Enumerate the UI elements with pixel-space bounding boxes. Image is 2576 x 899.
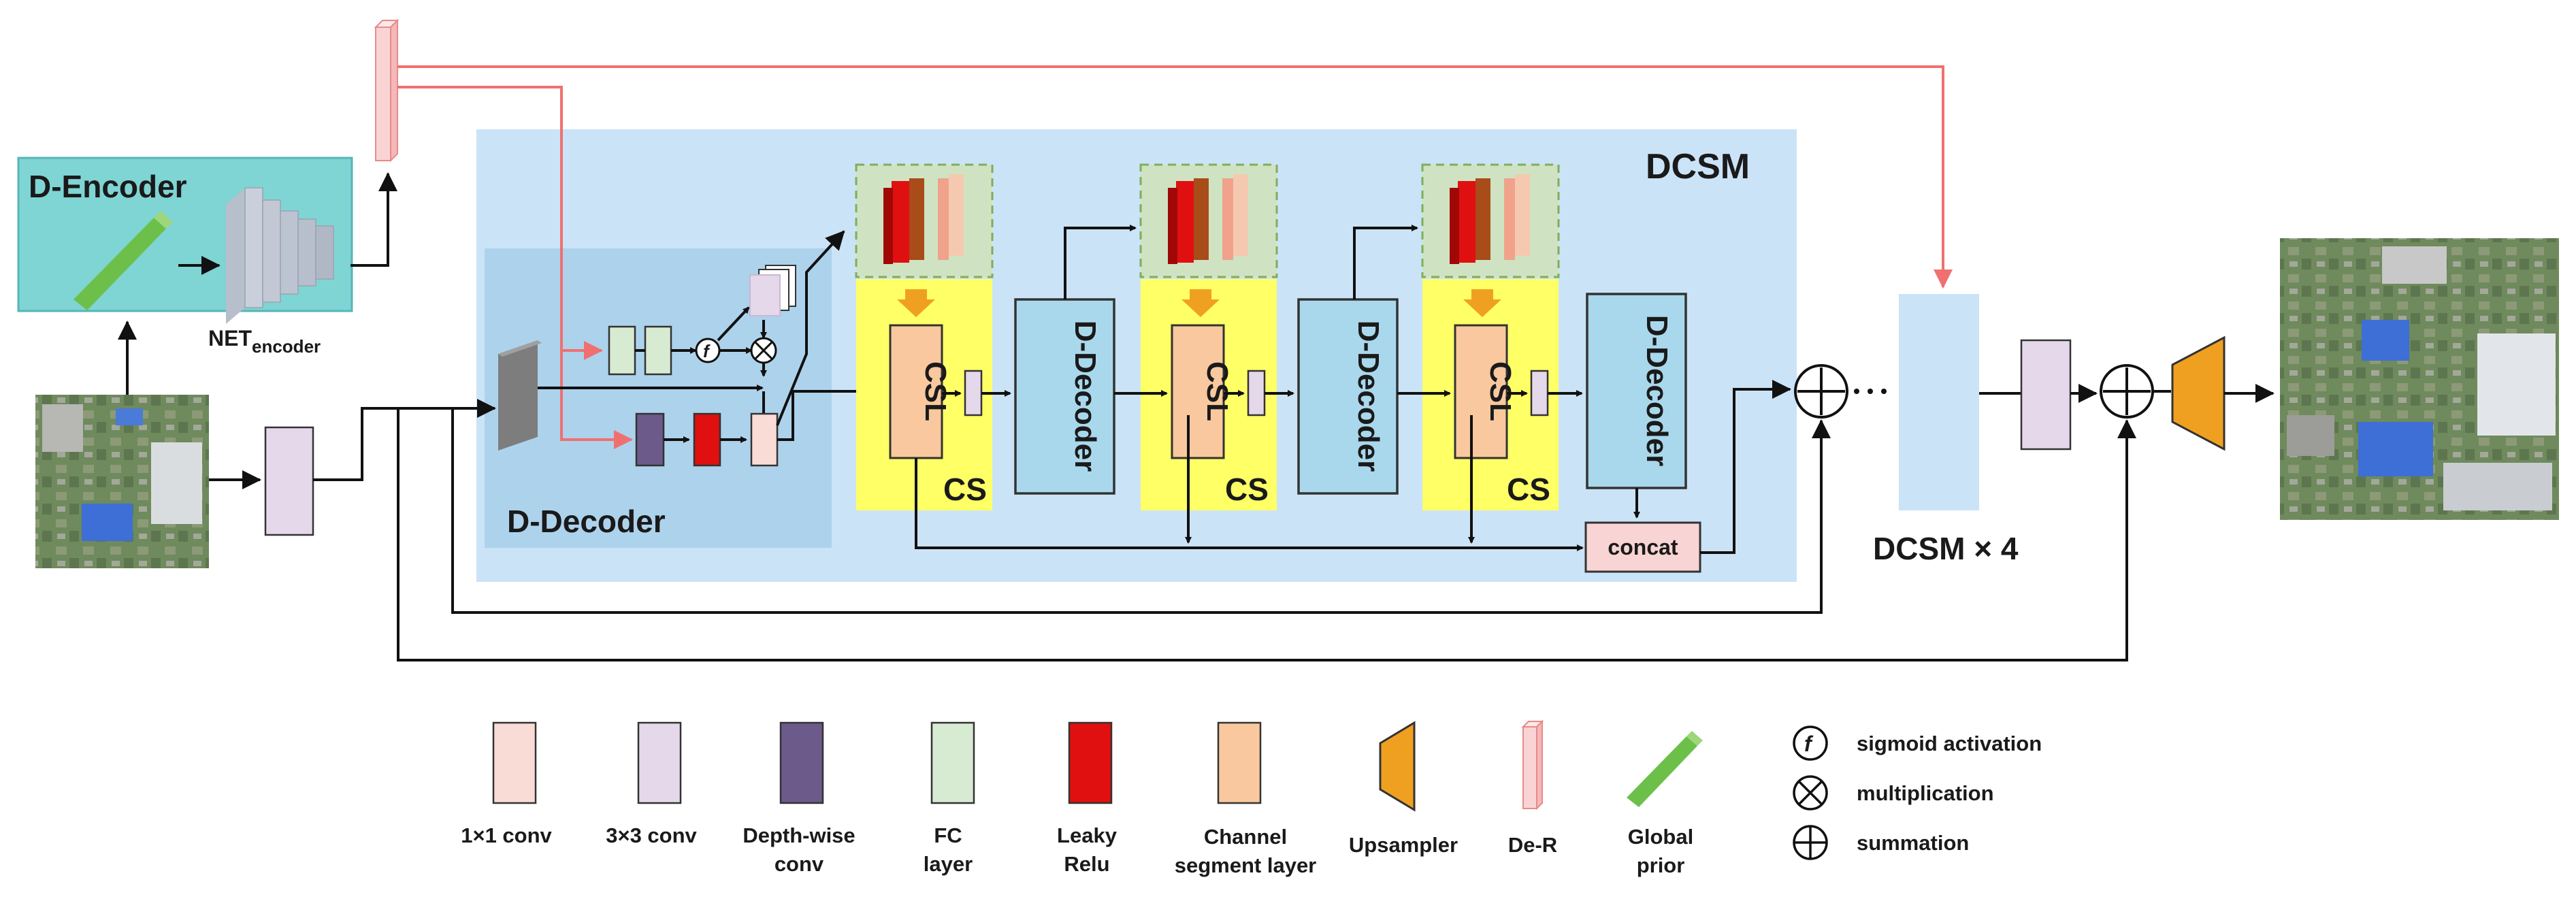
arrow (776, 230, 845, 426)
leaky-relu (693, 412, 721, 467)
legend-swatch-de-r (1521, 719, 1544, 811)
legend-label-fc-2: layer (924, 852, 973, 876)
de-r-bar (374, 18, 400, 163)
cs-label-2: CS (1225, 472, 1269, 507)
legend: 1×1 conv 3×3 conv Depth-wise conv FC lay… (461, 719, 2042, 877)
arrow (313, 399, 496, 481)
summation-node-1 (1794, 364, 1848, 419)
legend-label-upsampler: Upsampler (1349, 833, 1458, 857)
channel-stack-1 (883, 174, 964, 264)
legend-label-1x1-conv: 1×1 conv (461, 823, 552, 847)
legend-label-leaky-1: Leaky (1057, 823, 1118, 847)
d-encoder-title: D-Encoder (29, 169, 187, 204)
small-conv-3 (1530, 370, 1549, 416)
cs-label-3: CS (1507, 472, 1550, 507)
dcsm-x4-label: DCSM × 4 (1873, 531, 2019, 566)
d-decoder-block-label-3: D-Decoder (1640, 315, 1674, 467)
legend-swatch-3x3-conv (637, 721, 682, 804)
segment-arrow-1 (897, 289, 935, 317)
legend-swatch-channel-segment (1217, 721, 1262, 804)
legend-label-global-1: Global (1628, 825, 1693, 849)
cs-chain-arrows (915, 225, 1640, 551)
legend-swatch-fc (930, 721, 975, 804)
legend-swatch-depthwise (779, 721, 824, 804)
global-prior-bar (74, 211, 173, 310)
legend-swatch-upsampler (1379, 721, 1416, 812)
legend-label-multiplication: multiplication (1857, 781, 1994, 805)
skip-connection (451, 408, 1831, 614)
legend-summation-icon (1793, 825, 1828, 860)
legend-label-de-r: De-R (1508, 833, 1557, 857)
channel-stack-3 (1450, 174, 1530, 264)
dcsm-x4-block (1899, 294, 1979, 510)
output-satellite-image (2280, 238, 2559, 520)
d-decoder-title: D-Decoder (507, 504, 666, 539)
csl-label-2: CSL (1201, 361, 1234, 421)
dcsm-title: DCSM (1646, 147, 1750, 186)
legend-label-fc-1: FC (934, 823, 962, 847)
output-3x3-conv (2020, 339, 2072, 451)
legend-sigmoid-icon: f (1793, 725, 1828, 761)
legend-multiplication-icon (1793, 775, 1828, 811)
legend-label-sigmoid: sigmoid activation (1857, 732, 2042, 755)
arrow (717, 306, 750, 342)
legend-label-depthwise-1: Depth-wise (743, 823, 855, 847)
legend-label-channel-2: segment layer (1175, 853, 1317, 877)
long-skip-connection (397, 408, 2136, 661)
channel-stack-2 (1168, 174, 1248, 264)
input-satellite-image (35, 395, 209, 568)
legend-label-global-2: prior (1637, 853, 1685, 877)
csl-box-2 (1171, 324, 1225, 459)
depthwise-conv (635, 412, 665, 467)
fc-layer-2 (644, 325, 672, 376)
d-decoder-block-label-1: D-Decoder (1069, 321, 1102, 472)
legend-label-summation: summation (1857, 831, 1969, 855)
summation-node-2 (2100, 364, 2154, 419)
legend-label-channel-1: Channel (1204, 825, 1287, 849)
prior-arrow-depthwise (397, 86, 633, 449)
csl-label-3: CSL (1484, 361, 1517, 421)
svg-text:f: f (1804, 732, 1814, 756)
ellipsis-dots (1854, 389, 1887, 394)
segment-arrow-3 (1463, 289, 1501, 317)
legend-swatch-global-prior (1627, 731, 1703, 807)
concat-label: concat (1608, 535, 1678, 559)
legend-swatch-leaky-relu (1068, 721, 1113, 804)
concat-box (1584, 521, 1701, 573)
legend-swatch-1x1-conv (492, 721, 537, 804)
decoder-1x1-conv (750, 412, 779, 467)
feature-plate (498, 340, 542, 451)
fc-layer-1 (608, 325, 636, 376)
d-decoder-block-label-2: D-Decoder (1352, 321, 1385, 472)
prior-arrow-to-dcsm4 (397, 65, 1953, 289)
legend-label-3x3-conv: 3×3 conv (606, 823, 697, 847)
csl-label-1: CSL (919, 361, 952, 421)
upsampler-block (2171, 336, 2226, 451)
multiplication-node (750, 337, 777, 364)
net-encoder-stack (226, 187, 334, 324)
d-decoder-block-2 (1297, 298, 1399, 495)
input-3x3-conv (264, 426, 314, 536)
legend-label-leaky-2: Relu (1064, 852, 1109, 876)
weight-stack (749, 265, 796, 316)
arrow (350, 172, 397, 267)
net-encoder-label: NETencoder (208, 326, 321, 357)
arrow (777, 382, 886, 441)
segment-arrow-2 (1181, 289, 1220, 317)
small-conv-1 (964, 370, 983, 416)
legend-label-depthwise-2: conv (775, 852, 824, 876)
arrow (1700, 380, 1791, 554)
sigmoid-symbol: f (703, 341, 711, 361)
small-conv-2 (1247, 370, 1266, 416)
cs-label-1: CS (943, 472, 987, 507)
csl-box-3 (1454, 324, 1508, 459)
